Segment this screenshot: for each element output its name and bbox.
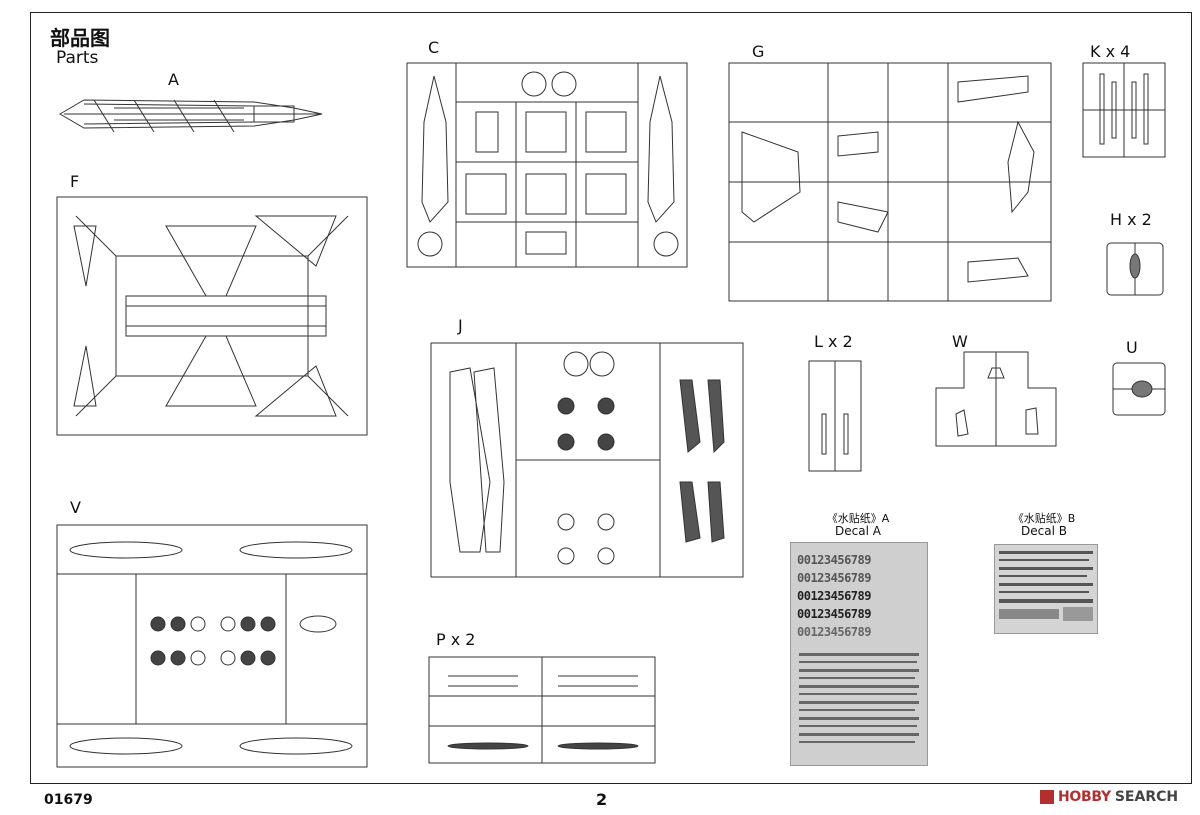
- sprue-f: [56, 196, 368, 436]
- watermark: HOBBY SEARCH: [1040, 789, 1178, 805]
- sprue-label-c: C: [428, 38, 440, 57]
- sprue-p: [428, 656, 656, 764]
- decal-b-title-cn: 《水贴纸》B: [1012, 512, 1076, 525]
- sprue-w: [934, 350, 1058, 448]
- sprue-j: [430, 342, 744, 578]
- decal-sheet-a: 00123456789 00123456789 00123456789 0012…: [790, 542, 928, 766]
- sprue-label-l: L x 2: [814, 332, 853, 351]
- decal-b-markings: [999, 551, 1093, 621]
- page-title-en: Parts: [56, 48, 99, 68]
- sprue-label-a: A: [168, 70, 179, 89]
- sprue-c: [406, 62, 688, 268]
- sprue-label-h: H x 2: [1110, 210, 1152, 229]
- sprue-label-g: G: [752, 42, 765, 61]
- decal-a-digits-1: 00123456789: [797, 553, 871, 567]
- decal-a-digits-2: 00123456789: [797, 571, 871, 585]
- sprue-l: [808, 360, 862, 472]
- sprue-label-w: W: [952, 332, 968, 351]
- decal-a-markings: [799, 653, 919, 743]
- decal-a-digits-5: 00123456789: [797, 625, 871, 639]
- sprue-label-j: J: [458, 316, 463, 335]
- decal-sheet-b: [994, 544, 1098, 634]
- watermark-logo-icon: [1040, 790, 1054, 804]
- sprue-g: [728, 62, 1052, 302]
- sprue-k: [1082, 62, 1166, 158]
- sprue-label-f: F: [70, 172, 80, 191]
- decal-a-title-en: Decal A: [835, 524, 881, 538]
- product-number: 01679: [44, 792, 93, 808]
- sprue-label-v: V: [70, 498, 81, 517]
- watermark-text-search: SEARCH: [1114, 789, 1179, 805]
- sprue-v: [56, 524, 368, 768]
- sprue-h: [1106, 242, 1164, 296]
- sprue-u: [1112, 362, 1166, 416]
- page-frame: [30, 12, 1192, 784]
- decal-b-title-en: Decal B: [1021, 524, 1067, 538]
- decal-a-title-cn: 《水贴纸》A: [826, 512, 890, 525]
- sprue-a: [54, 92, 326, 136]
- decal-a-digits-3: 00123456789: [797, 589, 871, 603]
- sprue-label-k: K x 4: [1090, 42, 1131, 61]
- sprue-label-p: P x 2: [436, 630, 476, 649]
- page-number: 2: [596, 790, 608, 809]
- watermark-text-hobby: HOBBY: [1058, 789, 1111, 805]
- page-title-cn: 部品图: [50, 26, 110, 50]
- decal-a-digits-4: 00123456789: [797, 607, 871, 621]
- sprue-label-u: U: [1126, 338, 1138, 357]
